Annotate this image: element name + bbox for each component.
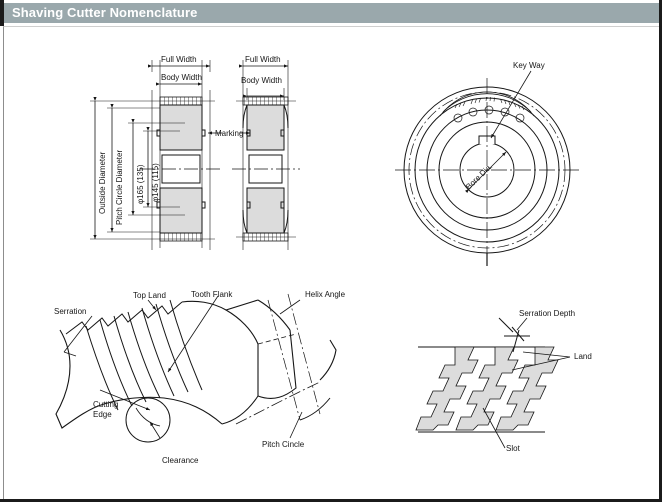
frame-right-edge <box>659 0 662 502</box>
content-frame <box>3 26 659 499</box>
page-title: Shaving Cutter Nomenclature <box>12 5 198 20</box>
label-key-way: Key Way <box>513 61 545 70</box>
label-dim-outside-diameter: φ165 (135) <box>136 164 145 204</box>
label-land: Land <box>574 352 592 361</box>
label-slot: Slot <box>506 444 520 453</box>
label-outside-diameter: Outside Diameter <box>98 151 107 214</box>
label-cutting-edge-line1: Cutting <box>93 400 119 409</box>
label-serration: Serration <box>54 307 87 316</box>
label-top-land: Top Land <box>133 291 166 300</box>
frame-bottom-edge <box>0 499 662 502</box>
label-pitch-circle-diameter: Pitch Circle Diameter <box>115 149 124 225</box>
label-clearance: Clearance <box>162 456 199 465</box>
label-cutting-edge-line2: Edge <box>93 410 112 419</box>
label-pitch-circle: Pitch Cincle <box>262 440 305 449</box>
label-dim-pitch-diameter: φ145 (115) <box>151 163 160 202</box>
label-marking: Marking <box>215 129 244 138</box>
label-body-width-right: Body Width <box>241 76 282 85</box>
title-bar <box>4 3 659 23</box>
label-full-width-right: Full Width <box>245 55 281 64</box>
label-full-width-left: Full Width <box>161 55 197 64</box>
label-tooth-flank: Tooth Flank <box>191 290 233 299</box>
label-helix-angle: Helix Angle <box>305 290 346 299</box>
label-body-width-left: Body Width <box>161 73 202 82</box>
frame-left-accent <box>0 0 4 26</box>
label-serration-depth: Serration Depth <box>519 309 576 318</box>
